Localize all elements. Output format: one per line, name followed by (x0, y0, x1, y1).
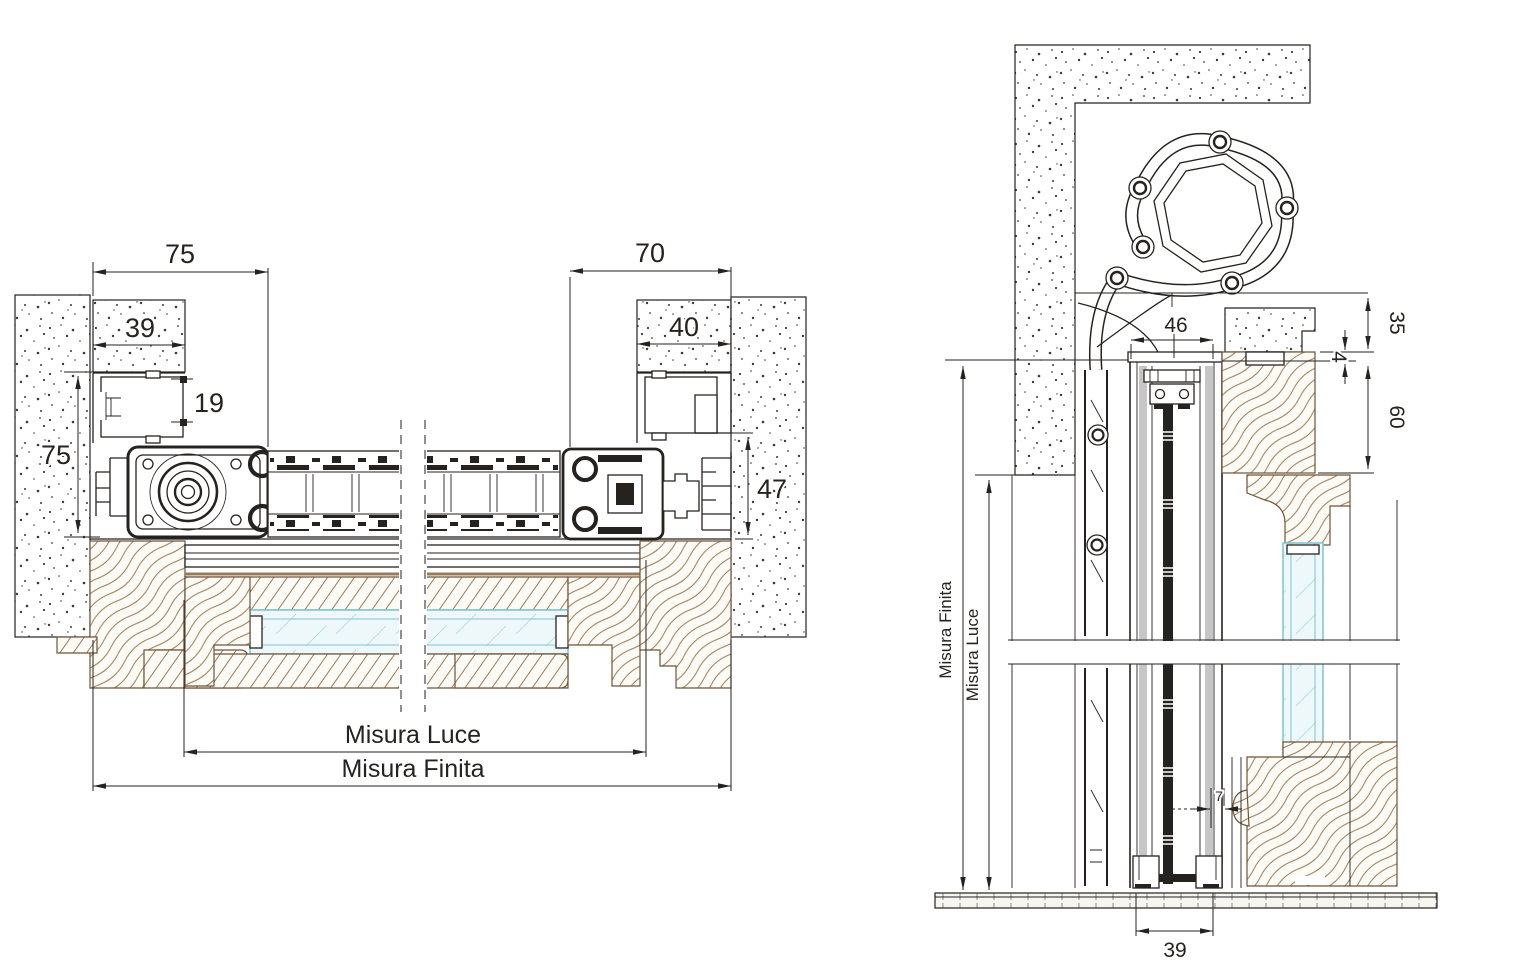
break-lines-left (399, 420, 427, 712)
sash-top-rail (1246, 474, 1351, 546)
dim-frame-width-left: 75 (165, 239, 195, 269)
wood-jamb-right (639, 540, 732, 689)
sash-bottom-rail (1246, 741, 1398, 887)
glazing-bar (1163, 390, 1173, 884)
dim-sill-width: 39 (1163, 939, 1186, 962)
dim-head-gap: 19 (194, 388, 224, 418)
dimensions-left: 75 39 19 75 70 40 47 Misura Luce (39, 236, 789, 791)
dim-guide-width: 46 (1164, 314, 1187, 337)
dim-lintel-drop: 35 (1385, 311, 1408, 334)
dim-overall-label: Misura Finita (341, 755, 484, 783)
dim-edge-gap: 7 (1215, 788, 1223, 804)
dim-lintel-height: 60 (1385, 405, 1408, 428)
dim-clear-opening-label: Misura Luce (345, 721, 481, 749)
guide-entry-funnel (1075, 292, 1368, 353)
roller-shutter-drum (1088, 130, 1299, 371)
floor-slab (934, 892, 1438, 909)
concrete-lintel-block (1224, 307, 1316, 353)
concrete-walls-left (14, 294, 807, 638)
octagonal-shaft (1153, 153, 1273, 273)
wood-lintel (1221, 351, 1316, 474)
sash-stile-right (567, 576, 641, 687)
head-profile-right (636, 370, 732, 443)
roller-carriage (95, 445, 277, 539)
right-section-drawing: 46 35 4 60 7 39 Misura Finita Misura Luc… (934, 44, 1438, 964)
left-section-drawing: 75 39 19 75 70 40 47 Misura Luce (14, 236, 807, 791)
dim-overall-vertical-label: Misura Finita (936, 581, 955, 679)
bearing-outer-ring (149, 453, 227, 531)
dim-frame-depth-right: 47 (757, 474, 787, 504)
lamella-hinges (1105, 130, 1299, 295)
dim-frame-width-right: 70 (635, 238, 665, 268)
head-profile-left (92, 370, 185, 444)
interlock-profile (561, 447, 732, 541)
dim-track-width-right: 40 (669, 312, 699, 342)
break-lines-right (1008, 639, 1400, 665)
wood-and-glass-right (1221, 351, 1398, 888)
dim-track-width-left: 39 (125, 313, 155, 343)
sash-stile-left (184, 576, 251, 687)
wood-sill-assembly (56, 538, 732, 689)
wall-right (730, 296, 807, 638)
shutter-curtain (1084, 370, 1109, 886)
lintel-left (92, 299, 186, 373)
dimensions-right: 46 35 4 60 7 39 Misura Finita Misura Luc… (934, 298, 1410, 964)
dim-clear-opening-vertical-label: Misura Luce (963, 609, 982, 702)
bottom-guide-shoe (1132, 855, 1223, 889)
lintel-right (636, 299, 732, 373)
dim-gap-4: 4 (1327, 351, 1350, 363)
dim-frame-depth-left: 75 (41, 440, 71, 470)
window-frame-vertical (1011, 351, 1223, 889)
